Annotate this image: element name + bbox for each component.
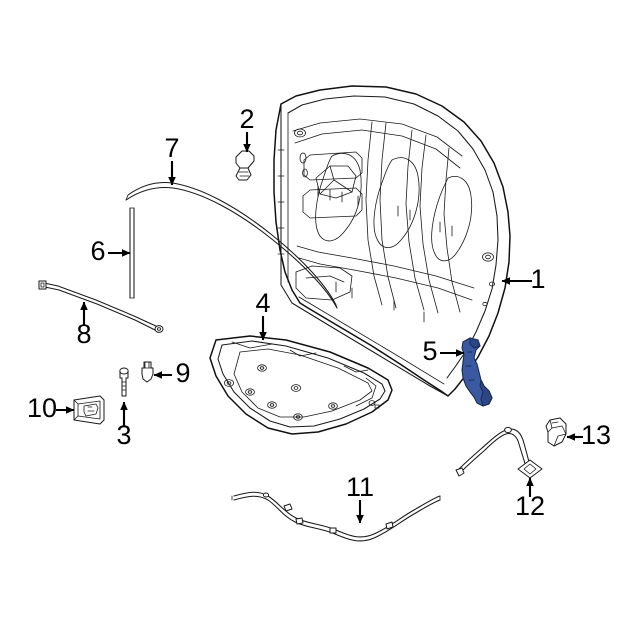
part-hood-release-handle bbox=[545, 417, 567, 447]
part-hood-release-cable bbox=[231, 491, 441, 542]
part-hood-screw bbox=[141, 361, 154, 383]
callout-numbers: 1 2 3 4 5 6 7 8 9 10 11 12 13 bbox=[27, 104, 611, 521]
callout-number-11: 11 bbox=[346, 472, 374, 502]
part-hood-bumper-stopper bbox=[235, 150, 255, 181]
callout-number-4: 4 bbox=[255, 288, 270, 318]
callout-number-9: 9 bbox=[175, 358, 190, 388]
part-hood-prop-rod bbox=[38, 280, 164, 333]
callout-number-12: 12 bbox=[515, 491, 545, 521]
part-hood-insulator-pad bbox=[209, 335, 393, 435]
part-hood-latch-cable bbox=[455, 426, 543, 479]
part-hood-seal-strip bbox=[129, 207, 135, 299]
callout-leaders bbox=[56, 132, 583, 524]
part-hood-bolt bbox=[119, 367, 129, 397]
callout-number-8: 8 bbox=[76, 319, 91, 349]
part-hood-weatherstrip bbox=[125, 182, 338, 309]
callout-number-1: 1 bbox=[530, 264, 545, 294]
callout-number-2: 2 bbox=[239, 104, 254, 134]
callout-number-13: 13 bbox=[581, 420, 611, 450]
callout-number-7: 7 bbox=[164, 133, 179, 163]
part-hood-prop-rod-clip bbox=[73, 395, 105, 425]
callout-number-3: 3 bbox=[116, 420, 131, 450]
part-hood-hinge-highlighted bbox=[461, 337, 493, 407]
part-hood-panel bbox=[273, 85, 511, 397]
callout-number-10: 10 bbox=[27, 393, 57, 423]
callout-number-6: 6 bbox=[90, 236, 105, 266]
callout-number-5: 5 bbox=[422, 336, 437, 366]
